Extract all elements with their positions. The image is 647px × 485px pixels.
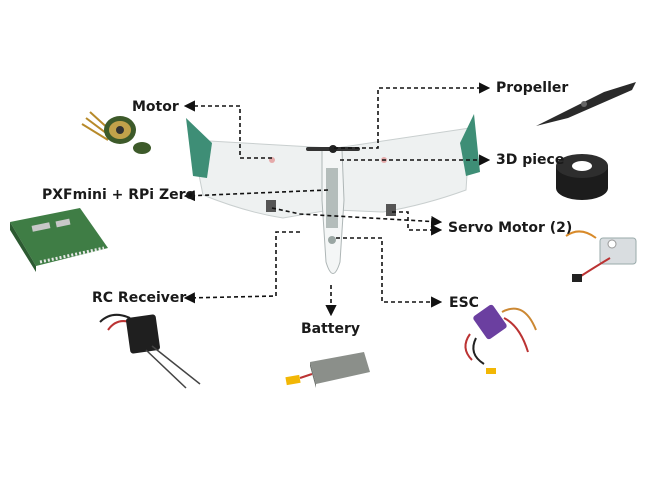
right-wing <box>335 127 471 213</box>
arrow-motor <box>183 100 272 159</box>
arrow-servo <box>392 211 443 236</box>
arrow-esc <box>336 237 443 308</box>
3d-piece-image <box>556 154 608 200</box>
label-3d-piece: 3D piece <box>496 152 565 168</box>
arrow-rc-receiver <box>183 231 300 304</box>
arrow-propeller <box>334 82 491 149</box>
label-servo-motor: Servo Motor (2) <box>448 220 573 236</box>
leader-lines <box>183 82 491 317</box>
arrow-servo-2 <box>271 207 443 228</box>
label-esc: ESC <box>449 295 479 311</box>
label-pxfmini: PXFmini + RPi Zero <box>42 187 196 203</box>
arrow-pxfmini <box>183 189 329 202</box>
label-propeller: Propeller <box>496 80 569 96</box>
left-winglet <box>186 118 212 178</box>
label-rc-receiver: RC Receiver <box>92 290 187 306</box>
fuselage-electronics <box>326 168 338 228</box>
battery-image <box>285 352 370 388</box>
pxfmini-board-image <box>10 208 108 272</box>
label-battery: Battery <box>301 321 361 337</box>
rc-receiver-image <box>99 313 201 389</box>
motor-image <box>81 111 151 154</box>
esc-image <box>464 304 537 374</box>
servo-image <box>565 230 637 282</box>
propeller-image <box>536 82 636 126</box>
label-motor: Motor <box>132 99 179 115</box>
left-wing <box>191 139 331 219</box>
flying-wing-drone <box>186 114 480 274</box>
